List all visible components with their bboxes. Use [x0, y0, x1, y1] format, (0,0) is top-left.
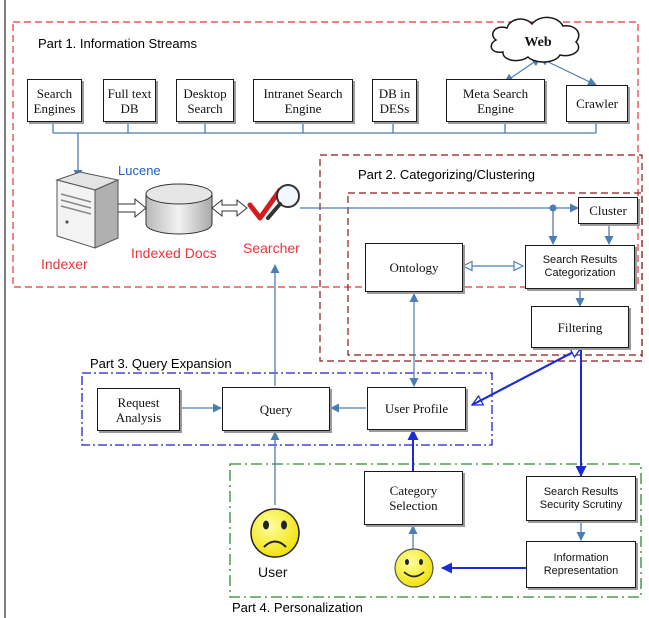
db-searcher-arrow	[211, 198, 248, 218]
web-label: Web	[524, 35, 551, 50]
meta-search-box[interactable]: Meta Search Engine	[446, 79, 545, 122]
database-icon	[145, 183, 213, 235]
smiley-face-icon	[394, 548, 434, 588]
server-icon	[55, 171, 120, 249]
magnifier-check-icon	[247, 184, 300, 221]
indexed-docs-label: Indexed Docs	[131, 245, 217, 261]
ontology-box[interactable]: Ontology	[365, 243, 463, 292]
categorization-box[interactable]: Search Results Categorization	[525, 245, 635, 289]
part2-label: Part 2. Categorizing/Clustering	[358, 167, 536, 182]
info-representation-box[interactable]: Information Representation	[526, 541, 636, 588]
lucene-label: Lucene	[118, 163, 161, 178]
userprofile-to-filtering-arrow	[471, 347, 581, 406]
fulltext-db-box[interactable]: Full text DB	[103, 79, 156, 122]
part1-frame	[12, 21, 639, 288]
part4-label: Part 4. Personalization	[232, 600, 363, 615]
indexer-to-db-arrow	[116, 197, 147, 219]
cloud-icon	[490, 16, 580, 63]
part1-label: Part 1. Information Streams	[38, 36, 197, 51]
sad-face-icon	[250, 508, 300, 558]
web-crawler-link	[539, 57, 597, 86]
intranet-search-box[interactable]: Intranet Search Engine	[253, 79, 353, 122]
user-label: User	[258, 564, 288, 580]
request-analysis-box[interactable]: Request Analysis	[97, 388, 180, 431]
cluster-box[interactable]: Cluster	[578, 197, 638, 224]
crawler-box[interactable]: Crawler	[566, 85, 628, 122]
query-box[interactable]: Query	[222, 387, 330, 431]
part2-inner-frame	[347, 192, 643, 356]
web-meta-link	[504, 57, 541, 83]
indexer-label: Indexer	[41, 256, 88, 272]
part3-frame	[81, 372, 493, 446]
db-in-des-box[interactable]: DB in DESs	[372, 79, 417, 122]
searcher-label: Searcher	[243, 240, 300, 256]
user-profile-box[interactable]: User Profile	[367, 387, 466, 430]
part3-label: Part 3. Query Expansion	[90, 356, 232, 371]
search-engines-box[interactable]: Search Engines	[27, 79, 82, 122]
part4-frame	[229, 463, 642, 598]
security-scrutiny-box[interactable]: Search Results Security Scrutiny	[526, 476, 636, 521]
category-selection-box[interactable]: Category Selection	[364, 471, 463, 525]
filtering-box[interactable]: Filtering	[531, 306, 629, 348]
desktop-search-box[interactable]: Desktop Search	[176, 79, 234, 122]
